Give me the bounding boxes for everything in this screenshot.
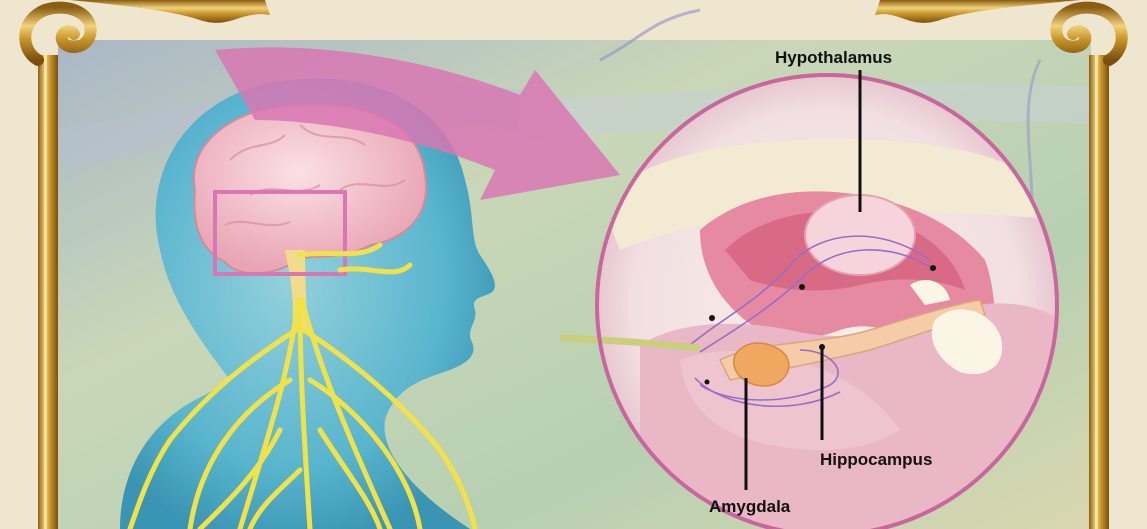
amygdala-label: Amygdala [709, 497, 790, 517]
hypothalamus-label: Hypothalamus [775, 48, 892, 68]
optic-nerve [560, 338, 600, 340]
hippocampus-label: Hippocampus [820, 450, 932, 470]
